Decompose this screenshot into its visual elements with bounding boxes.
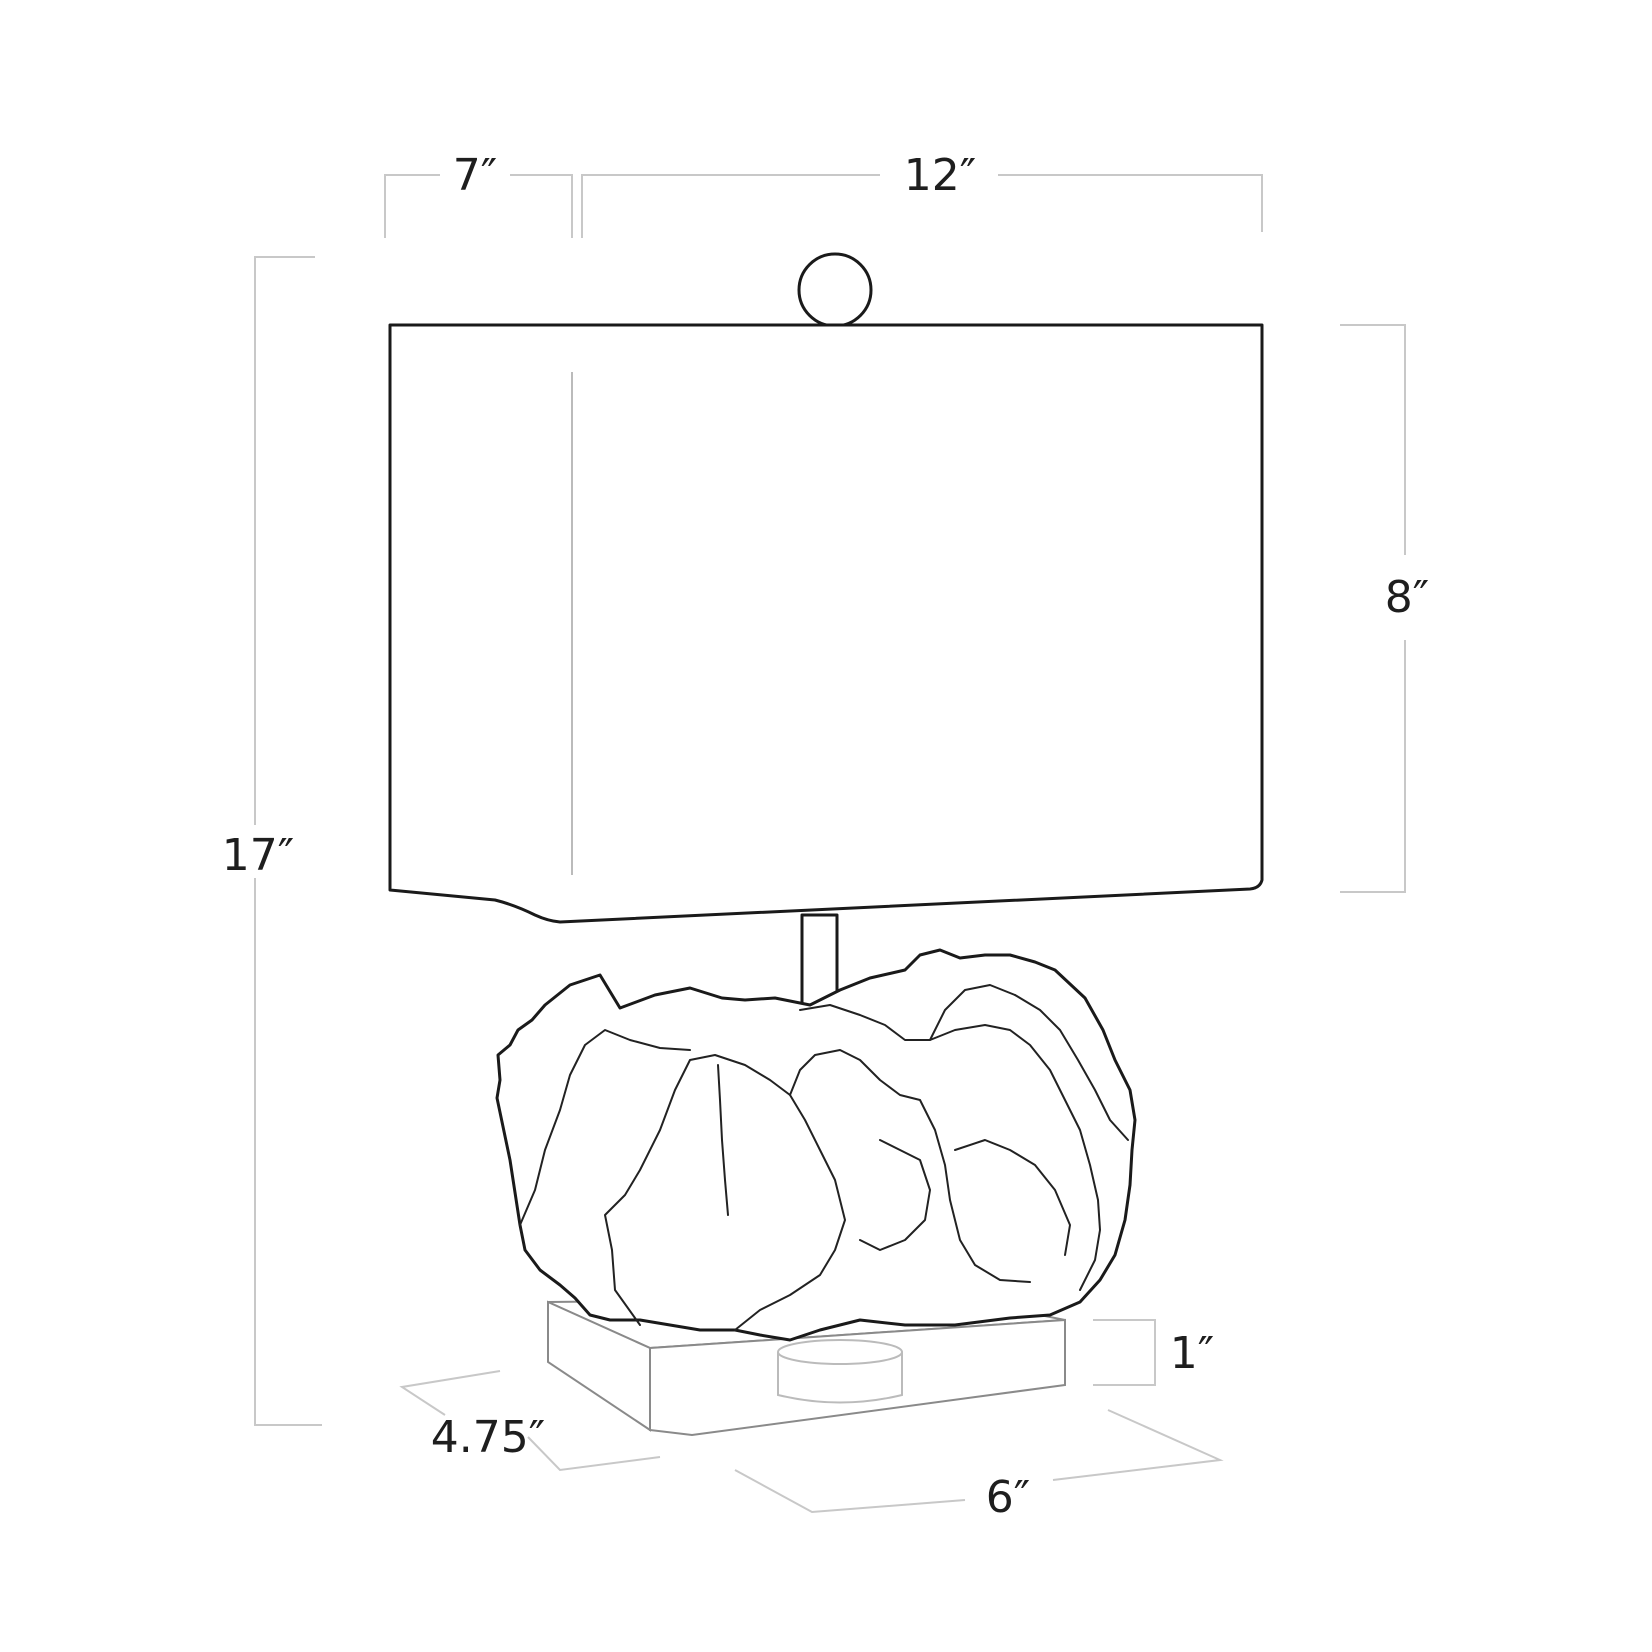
base-width-dimension-line-right: [1052, 1409, 1224, 1481]
rock-crevice-center-line: [717, 1064, 729, 1216]
base-height-label: 1″: [1170, 1328, 1214, 1379]
rock-crevice-far-right: [1014, 994, 1129, 1141]
mineral-specimen: [495, 948, 1137, 1342]
base-side-face: [547, 1300, 651, 1432]
shade-height-label: 8″: [1385, 572, 1429, 623]
rock-crevice-middle: [789, 1049, 1031, 1283]
base-width-label: 6″: [986, 1472, 1030, 1523]
shade-width-dimension-line-left: [581, 174, 880, 238]
shade-depth-dimension-line: [384, 174, 440, 238]
shade-width-label: 12″: [904, 150, 976, 201]
base-depth-dimension-line-top: [399, 1370, 501, 1416]
finial: [797, 252, 873, 328]
base-depth-label: 4.75″: [431, 1412, 545, 1463]
rock-crevice-inner: [859, 1139, 931, 1251]
dimension-lines: [254, 174, 1406, 1514]
rock-crevice-right: [929, 1024, 1101, 1291]
base-socket-body: [777, 1352, 903, 1404]
rock-crevice-lower-right: [954, 1139, 1071, 1256]
base-height-dimension-line: [1093, 1319, 1156, 1386]
shade-depth-dimension-line-right: [510, 174, 573, 238]
lamp-illustration: [388, 252, 1264, 1437]
shade-height-dimension-line-top: [1340, 324, 1406, 555]
lamp-shade: [388, 323, 1264, 924]
rock-crevice-left: [519, 1029, 691, 1226]
overall-height-label: 17″: [222, 830, 294, 881]
base-depth-dimension-line-bottom: [527, 1436, 661, 1472]
shade-width-dimension-line-right: [998, 174, 1263, 232]
overall-height-dimension-line-top: [254, 256, 315, 825]
shade-depth-label: 7″: [453, 150, 497, 201]
overall-height-dimension-line-bottom: [254, 878, 322, 1426]
dimension-labels: 7″ 12″ 17″ 8″ 1″ 4.75″ 6″: [222, 150, 1429, 1523]
shade-height-dimension-line-bottom: [1340, 640, 1406, 893]
rock-crevice-upper: [799, 984, 1016, 1041]
rock-crevice-center-lobe: [604, 1054, 846, 1331]
base-width-dimension-line-left: [734, 1469, 966, 1514]
